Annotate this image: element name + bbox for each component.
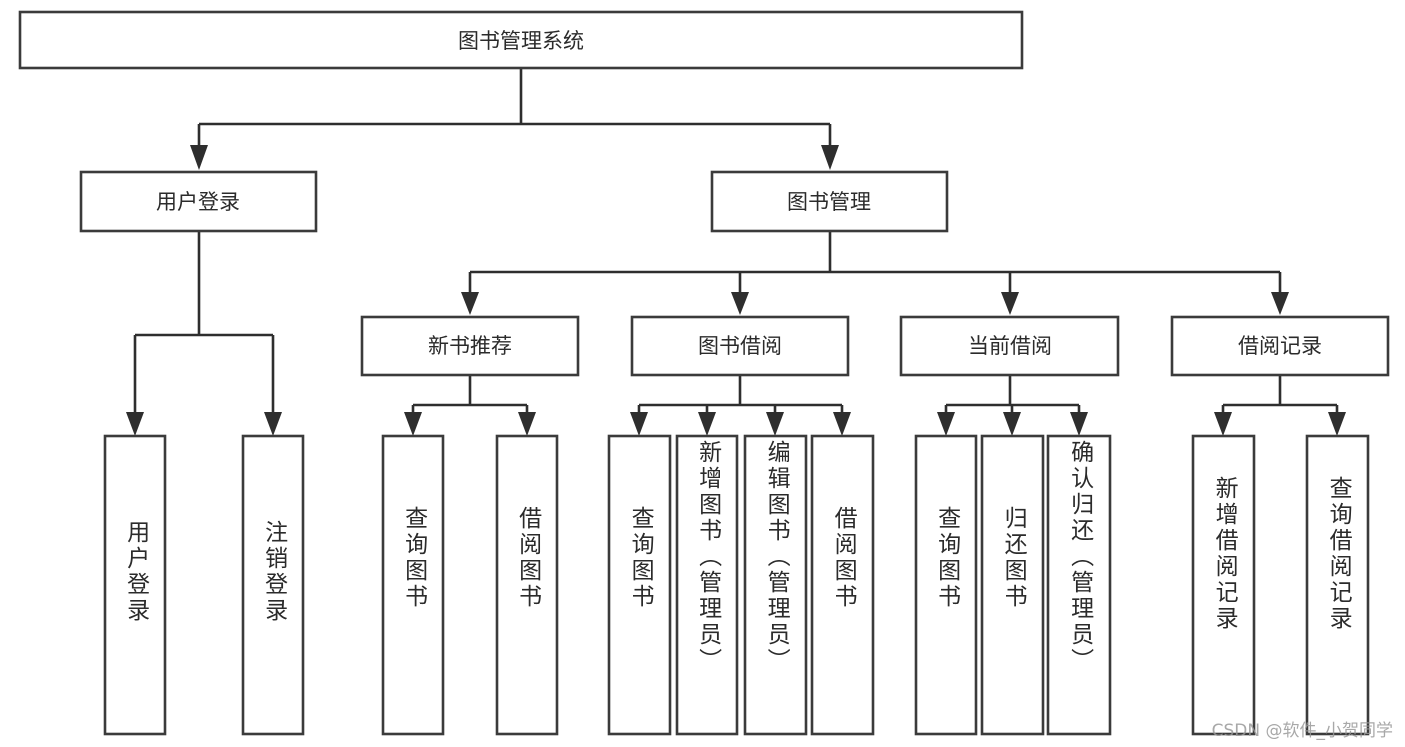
connector-group-book-borrow [630, 375, 851, 436]
node-new-book-recommend-box[interactable] [360, 315, 580, 377]
connector-group-borrow-record [1214, 375, 1346, 436]
leaf-box-borrow-book-2[interactable] [810, 434, 875, 736]
arrow-head-user-login [190, 145, 208, 170]
leaf-box-group [103, 434, 1370, 736]
leaf-box-user-login[interactable] [103, 434, 167, 736]
node-borrow-record[interactable]: 借阅记录 [1170, 315, 1390, 377]
node-user-login[interactable]: 用户登录 [79, 170, 318, 233]
arrow-head-new-book-recommend [461, 292, 479, 315]
arrow-head-book-manage [821, 145, 839, 170]
arrow-head-borrow-record [1271, 292, 1289, 315]
node-book-borrow[interactable]: 图书借阅 [630, 315, 850, 377]
node-borrow-record-label: 借阅记录 [1238, 334, 1322, 358]
connector-group-book-manage [461, 231, 1289, 315]
leaf-box-query-book-3[interactable] [914, 434, 978, 736]
arrow-head-leaf-query-book-1 [404, 412, 422, 436]
leaf-box-query-book-1[interactable] [381, 434, 445, 736]
node-book-manage-label: 图书管理 [787, 190, 871, 214]
arrow-head-leaf-add-book [698, 412, 716, 436]
arrow-head-leaf-add-record [1214, 412, 1232, 436]
arrow-head-leaf-borrow-book-1 [518, 412, 536, 436]
leaf-box-confirm-return[interactable] [1046, 434, 1112, 736]
arrow-head-leaf-return-book [1003, 412, 1021, 436]
leaf-box-add-record[interactable] [1191, 434, 1256, 736]
arrow-head-book-borrow [731, 292, 749, 315]
arrow-head-leaf-query-record [1328, 412, 1346, 436]
arrow-head-leaf-logout-login [264, 412, 282, 436]
watermark-text: CSDN @软件_小贺同学 [1211, 721, 1393, 741]
node-book-borrow-label: 图书借阅 [698, 334, 782, 358]
node-user-login-box[interactable] [79, 170, 318, 233]
node-book-manage-box[interactable] [710, 170, 949, 233]
leaf-box-borrow-book-1[interactable] [495, 434, 559, 736]
node-current-borrow-box[interactable] [899, 315, 1120, 377]
node-new-book-recommend[interactable]: 新书推荐 [360, 315, 580, 377]
arrow-head-leaf-edit-book [766, 412, 784, 436]
node-root-label: 图书管理系统 [458, 29, 584, 53]
arrow-head-current-borrow [1001, 292, 1019, 315]
arrow-head-leaf-query-book-3 [937, 412, 955, 436]
arrow-head-leaf-borrow-book-2 [833, 412, 851, 436]
leaf-box-query-record[interactable] [1305, 434, 1370, 736]
arrow-head-leaf-query-book-2 [630, 412, 648, 436]
node-new-book-recommend-label: 新书推荐 [428, 334, 512, 358]
connector-group-current-borrow [937, 375, 1088, 436]
node-current-borrow[interactable]: 当前借阅 [899, 315, 1120, 377]
leaf-box-return-book[interactable] [980, 434, 1045, 736]
leaf-box-query-book-2[interactable] [607, 434, 672, 736]
node-borrow-record-box[interactable] [1170, 315, 1390, 377]
node-book-borrow-box[interactable] [630, 315, 850, 377]
connector-group-root [190, 68, 839, 170]
connector-group-user-login [126, 231, 282, 436]
arrow-head-leaf-confirm-return [1070, 412, 1088, 436]
node-book-manage[interactable]: 图书管理 [710, 170, 949, 233]
node-current-borrow-label: 当前借阅 [968, 334, 1052, 358]
connector-group-new-book-recommend [404, 375, 536, 436]
leaf-box-add-book[interactable] [675, 434, 739, 736]
node-root[interactable]: 图书管理系统 [18, 10, 1024, 70]
node-root-box[interactable] [18, 10, 1024, 70]
leaf-box-logout-login[interactable] [241, 434, 305, 736]
node-user-login-label: 用户登录 [156, 190, 240, 214]
arrow-head-leaf-user-login [126, 412, 144, 436]
leaf-box-edit-book[interactable] [743, 434, 808, 736]
